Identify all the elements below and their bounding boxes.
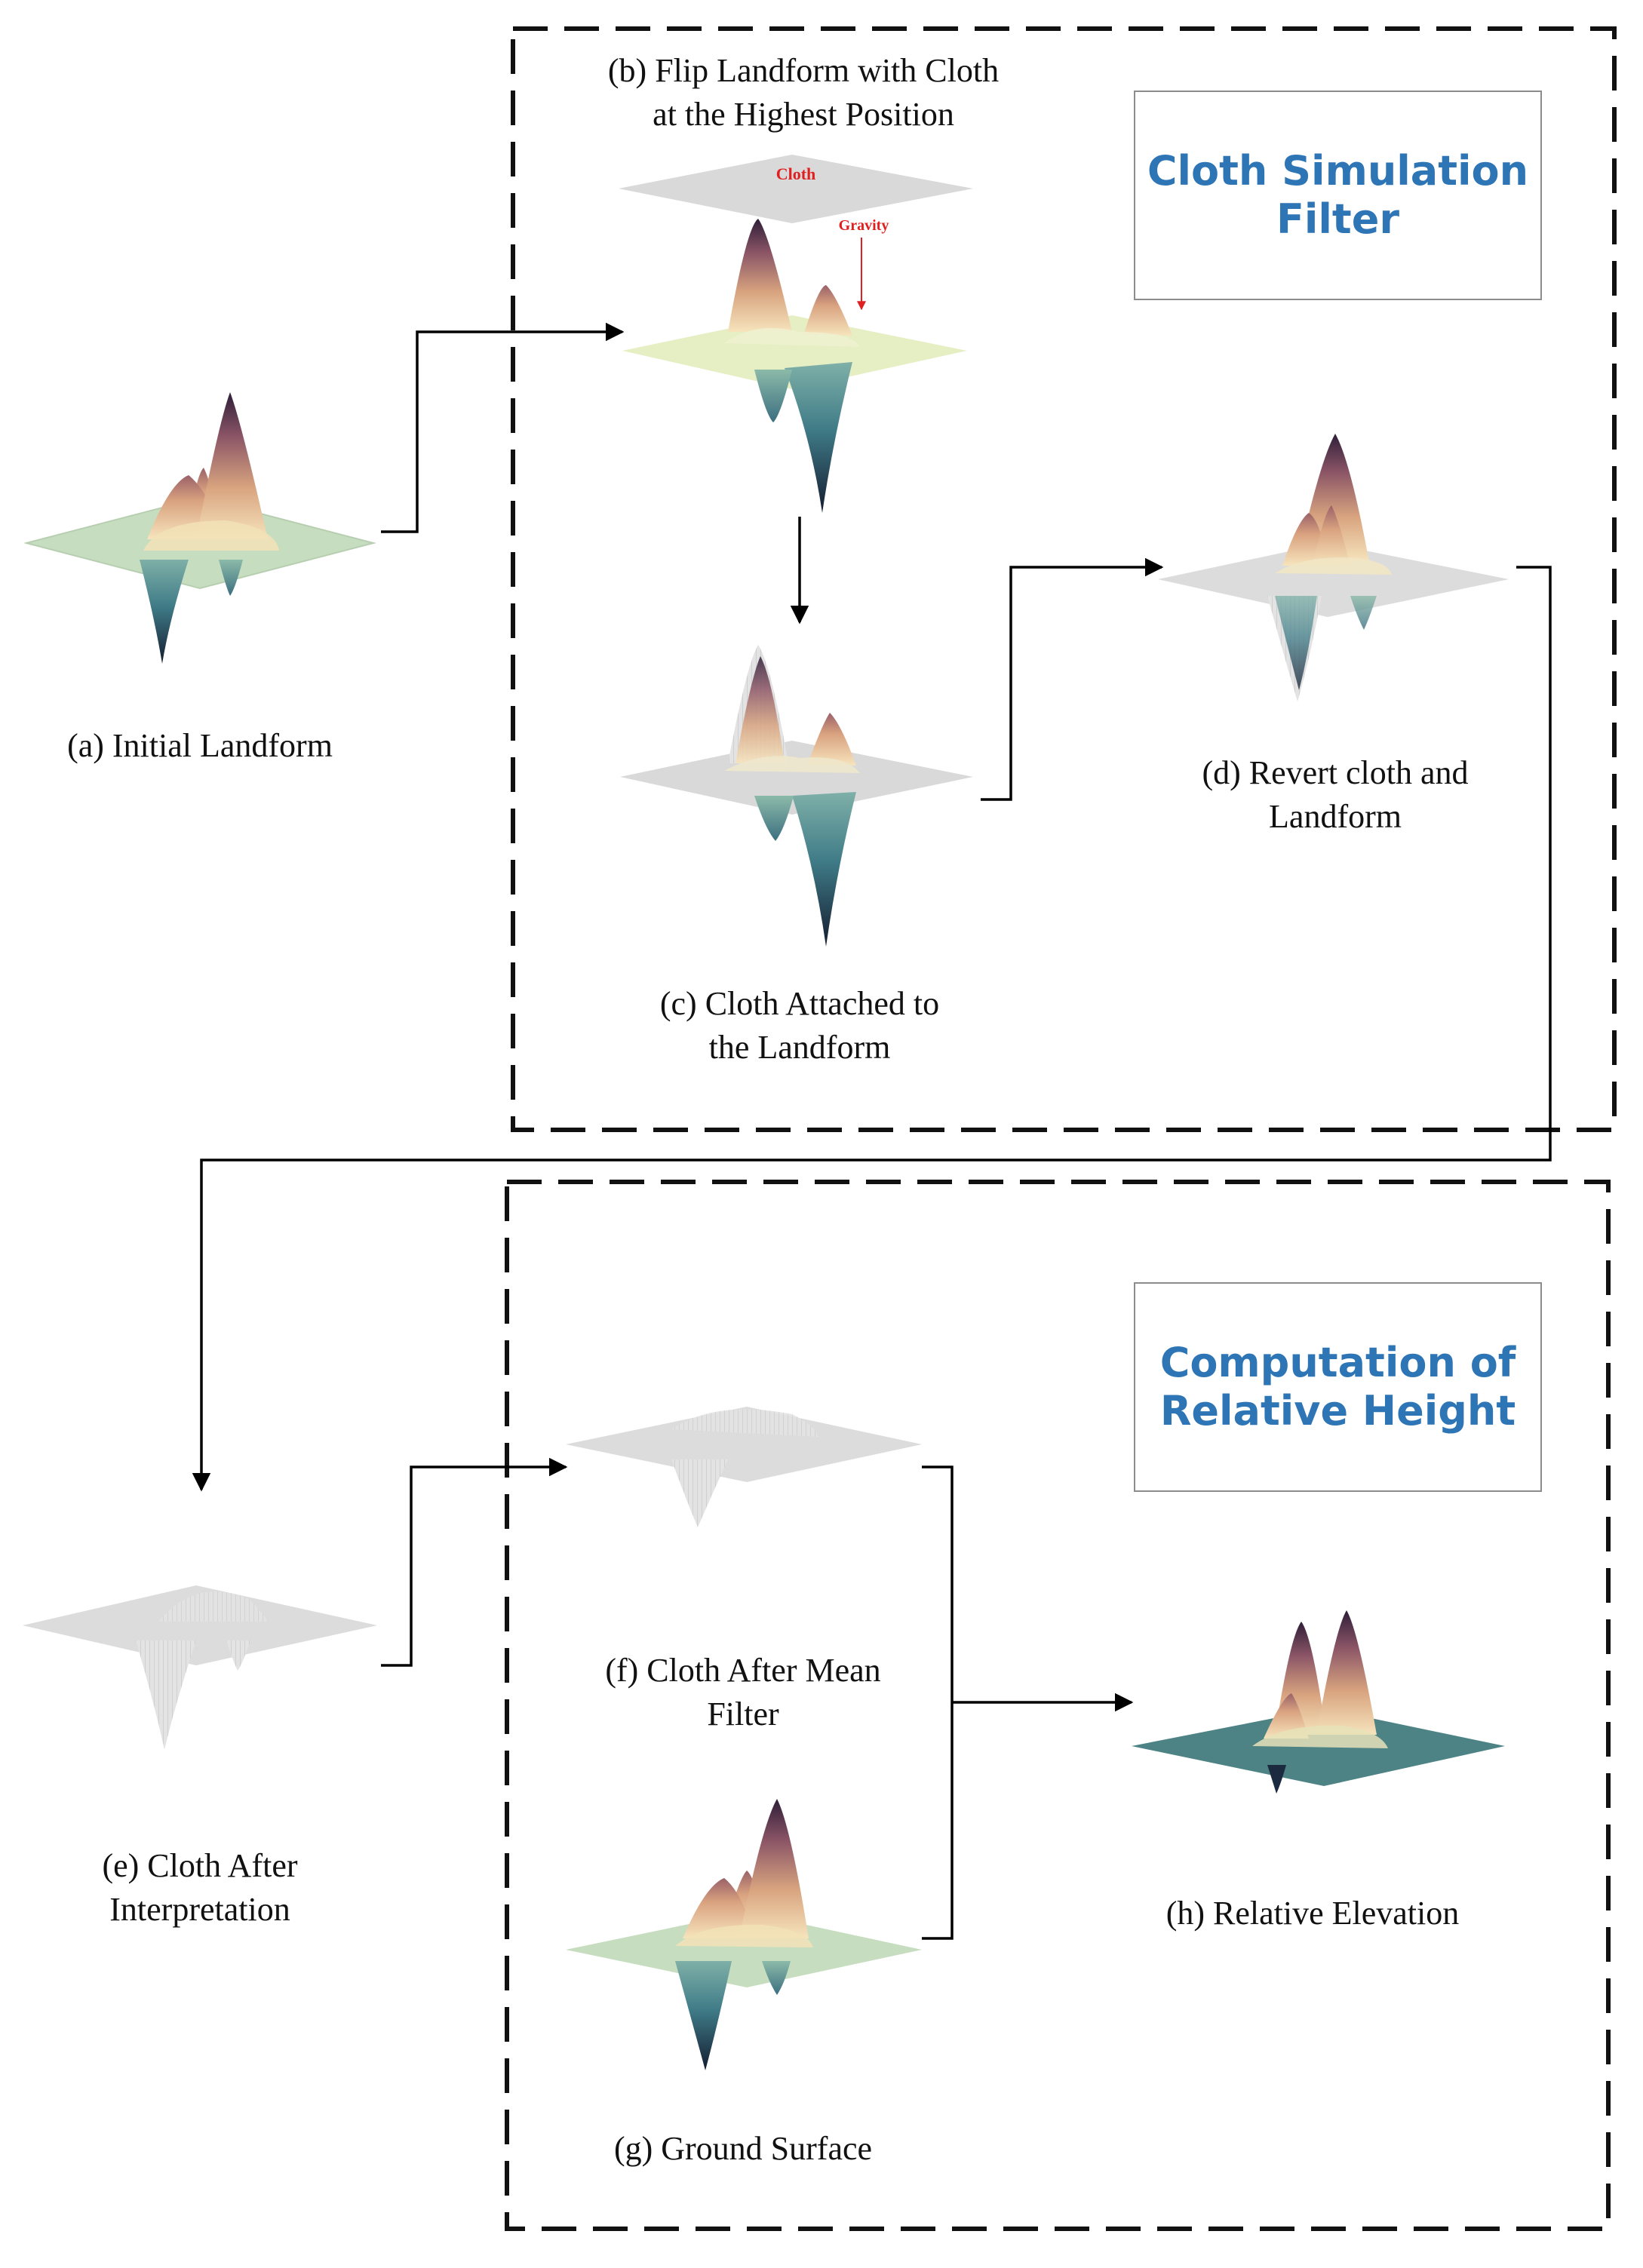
landform-d [1158, 434, 1509, 701]
landform-b [622, 219, 967, 513]
caption-h: (h) Relative Elevation [1165, 1895, 1460, 1932]
arrow-a-to-b [381, 322, 625, 533]
caption-b: (b) Flip Landform with Cloth at the High… [607, 52, 1000, 133]
caption-e: (e) Cloth After Interpretation [102, 1847, 298, 1928]
arrow-e-to-f [381, 1457, 568, 1667]
caption-a: (a) Initial Landform [67, 727, 333, 764]
caption-g: (g) Ground Surface [613, 2130, 873, 2167]
landform-c [620, 645, 973, 947]
cloth-plane-b [619, 155, 973, 223]
cloth-label: Cloth [776, 164, 816, 183]
arrow-c-to-d [981, 557, 1164, 801]
cloth-e [23, 1585, 377, 1750]
landform-a [23, 392, 376, 664]
csf-title-line-2: Filter [1276, 195, 1399, 243]
csf-title-line-1: Cloth Simulation [1147, 147, 1529, 195]
relative-height-title-box: Computation of Relative Height [1134, 1282, 1542, 1492]
landform-h [1132, 1610, 1505, 1794]
csf-title-box: Cloth Simulation Filter [1134, 91, 1542, 300]
gravity-label: Gravity [839, 217, 889, 234]
landform-g [566, 1799, 922, 2070]
arrow-d-to-e [192, 566, 1552, 1492]
connectors [192, 322, 1552, 1940]
cloth-f [566, 1407, 922, 1527]
relative-height-title-line-2: Relative Height [1159, 1387, 1516, 1435]
relative-height-title-line-1: Computation of [1159, 1339, 1516, 1386]
caption-d: (d) Revert cloth and Landform [1202, 754, 1469, 835]
relative-height-group-box [505, 1180, 1611, 2231]
csf-group-box [511, 26, 1617, 1132]
caption-c: (c) Cloth Attached to the Landform [659, 985, 940, 1066]
caption-f: (f) Cloth After Mean Filter [605, 1652, 881, 1732]
